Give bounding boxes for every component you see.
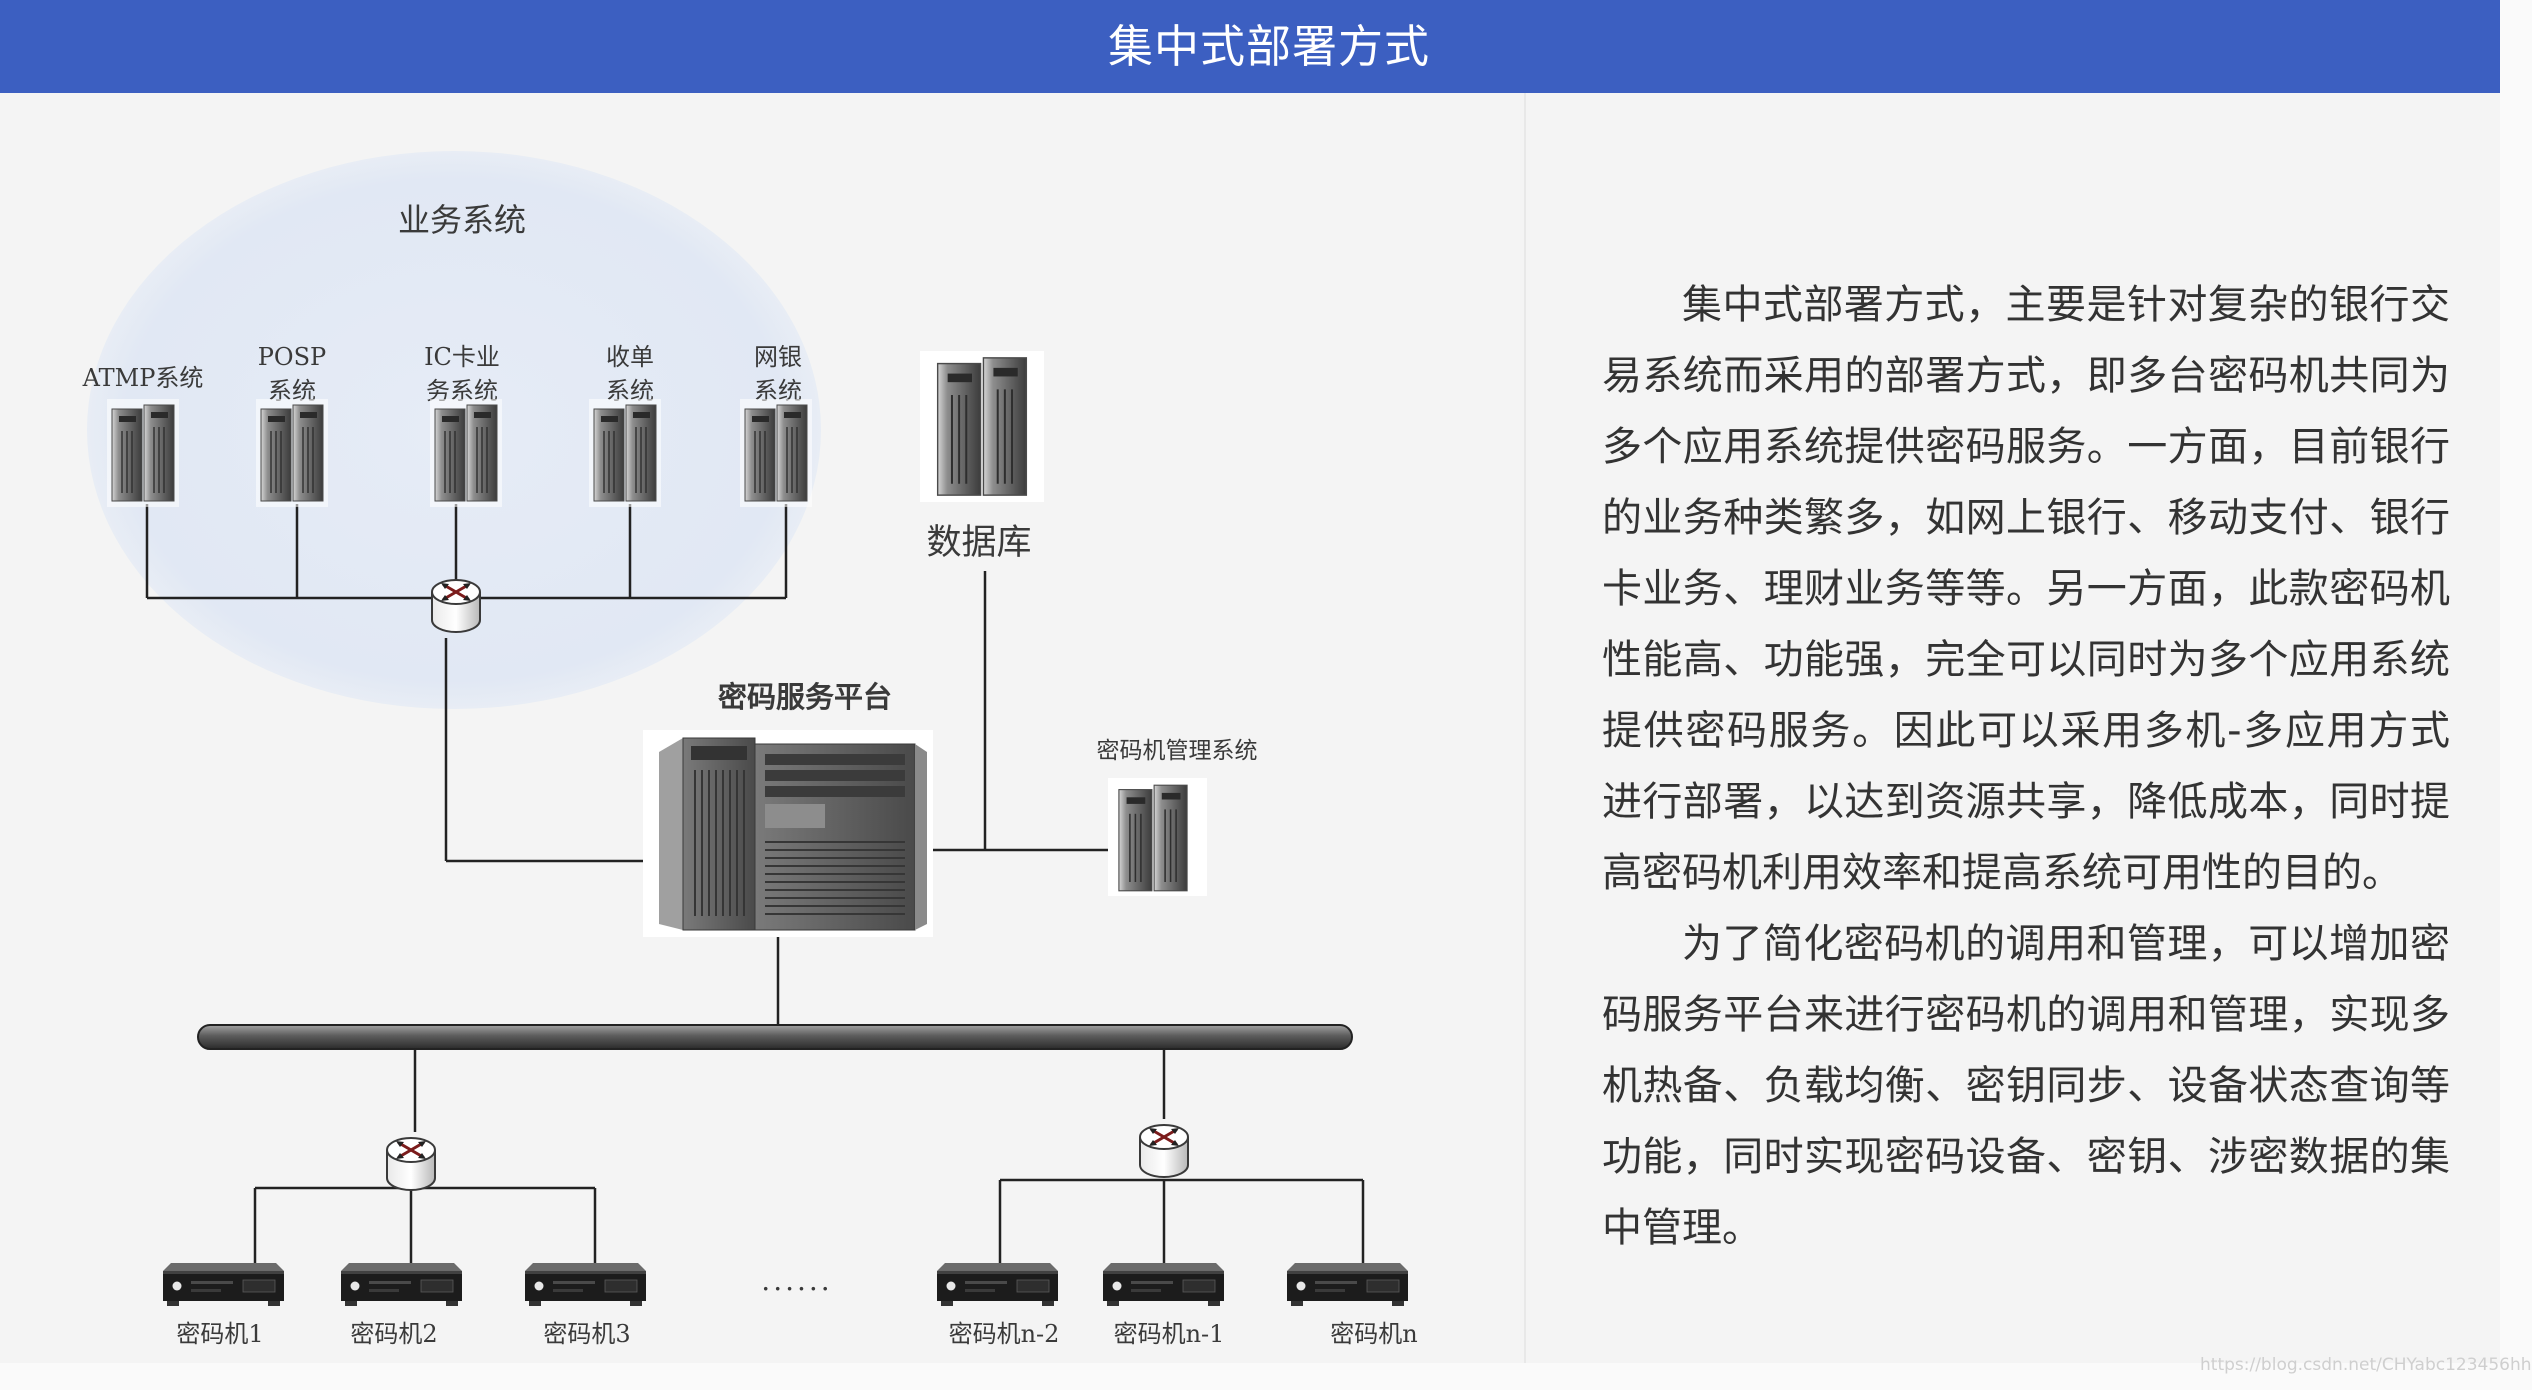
business-system-online-banking: 网银 系统 (740, 343, 812, 507)
business-system-label: ATMP系统 (82, 364, 204, 392)
device-label: 密码机2 (350, 1320, 437, 1348)
business-system-acquiring: 收单 系统 (589, 343, 661, 507)
business-system-posp: POSP 系统 (256, 343, 328, 507)
crypto-device-icon (163, 1262, 284, 1307)
database-label: 数据库 (926, 523, 1031, 563)
ellipsis-label: ...... (761, 1264, 832, 1297)
business-system-label: 收单 (606, 343, 654, 371)
watermark: https://blog.csdn.net/CHYabc123456hh (2200, 1355, 2532, 1375)
panel-divider (1524, 93, 1526, 1363)
page-title: 集中式部署方式 (1107, 20, 1430, 73)
description-panel: 集中式部署方式，主要是针对复杂的银行交易系统而采用的部署方式，即多台密码机共同为… (1602, 270, 2450, 1264)
device-label: 密码机n-2 (949, 1320, 1060, 1348)
crypto-device-icon (525, 1262, 646, 1307)
crypto-service-platform: 密码服务平台 (643, 680, 933, 937)
business-system-atmp: ATMP系统 (82, 364, 204, 507)
description-paragraph: 集中式部署方式，主要是针对复杂的银行交易系统而采用的部署方式，即多台密码机共同为… (1602, 282, 2450, 896)
router-icon (1138, 1123, 1190, 1179)
business-group-label: 业务系统 (398, 201, 526, 239)
router-icon (385, 1136, 437, 1192)
business-system-label: POSP (258, 343, 326, 371)
crypto-device-icon (341, 1262, 462, 1307)
deployment-diagram: 业务系统 ATMP系统 POSP 系统 IC卡业 务 (82, 151, 1418, 1348)
business-system-label: 网银 (754, 343, 802, 371)
business-system-ic-card: IC卡业 务系统 (424, 343, 502, 507)
device-label: 密码机3 (543, 1320, 630, 1348)
device-label: 密码机n (1330, 1320, 1417, 1348)
network-bus (197, 1024, 1353, 1050)
database-server: 数据库 (920, 351, 1044, 563)
router-icon (430, 578, 482, 634)
crypto-device-icon (1287, 1262, 1408, 1307)
device-label: 密码机1 (176, 1320, 263, 1348)
server-icon (643, 730, 933, 937)
crypto-management-system: 密码机管理系统 (1097, 738, 1258, 896)
platform-label: 密码服务平台 (718, 680, 892, 714)
business-system-label: IC卡业 (424, 343, 500, 371)
crypto-device-icon (1103, 1262, 1224, 1307)
header-bar: 集中式部署方式 (0, 0, 2500, 93)
management-label: 密码机管理系统 (1097, 738, 1258, 764)
crypto-device-icon (937, 1262, 1058, 1307)
description-paragraph: 为了简化密码机的调用和管理，可以增加密码服务平台来进行密码机的调用和管理，实现多… (1602, 921, 2450, 1251)
device-label: 密码机n-1 (1114, 1320, 1225, 1348)
